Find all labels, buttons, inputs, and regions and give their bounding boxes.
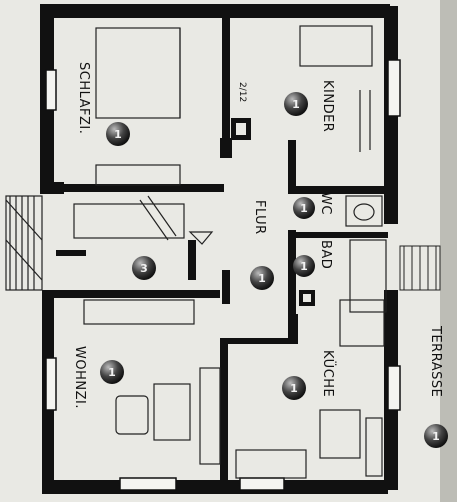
number-kueche: 1 <box>290 382 298 395</box>
marker-wohnzi: 1 <box>100 360 124 384</box>
number-room3: 3 <box>140 262 148 275</box>
chimney-holes <box>236 123 311 302</box>
annotation-2-12: 2/12 <box>237 82 247 102</box>
marker-flur: 1 <box>250 266 274 290</box>
marker-kueche: 1 <box>282 376 306 400</box>
number-flur: 1 <box>258 272 266 285</box>
interior-walls <box>54 16 390 484</box>
number-wohnzi: 1 <box>108 366 116 379</box>
number-kinder: 1 <box>292 98 300 111</box>
number-schlafzi: 1 <box>114 128 122 141</box>
marker-bad: 1 <box>293 255 315 277</box>
number-terrasse: 1 <box>432 430 440 443</box>
marker-schlafzi: 1 <box>106 122 130 146</box>
label-bad: BAD <box>318 240 333 269</box>
windows <box>45 59 401 491</box>
balcony-left <box>5 195 43 291</box>
label-terrasse: TERRASSE <box>428 325 443 397</box>
marker-wc: 1 <box>293 197 315 219</box>
marker-room3: 3 <box>132 256 156 280</box>
label-flur: FLUR <box>252 200 267 235</box>
marker-kinder: 1 <box>284 92 308 116</box>
number-bad: 1 <box>300 260 308 273</box>
furniture <box>73 25 387 479</box>
label-schlafzi: SCHLAFZI. <box>76 62 91 134</box>
label-wc: WC <box>318 192 333 215</box>
label-kueche: KÜCHE <box>320 350 337 397</box>
label-wohnzi: WOHNZI. <box>72 346 87 409</box>
terrasse-hatching <box>399 245 441 291</box>
paper-dark-edge-right <box>440 0 457 502</box>
marker-terrasse: 1 <box>424 424 448 448</box>
number-wc: 1 <box>300 202 308 215</box>
label-kinder: KINDER <box>320 80 335 132</box>
